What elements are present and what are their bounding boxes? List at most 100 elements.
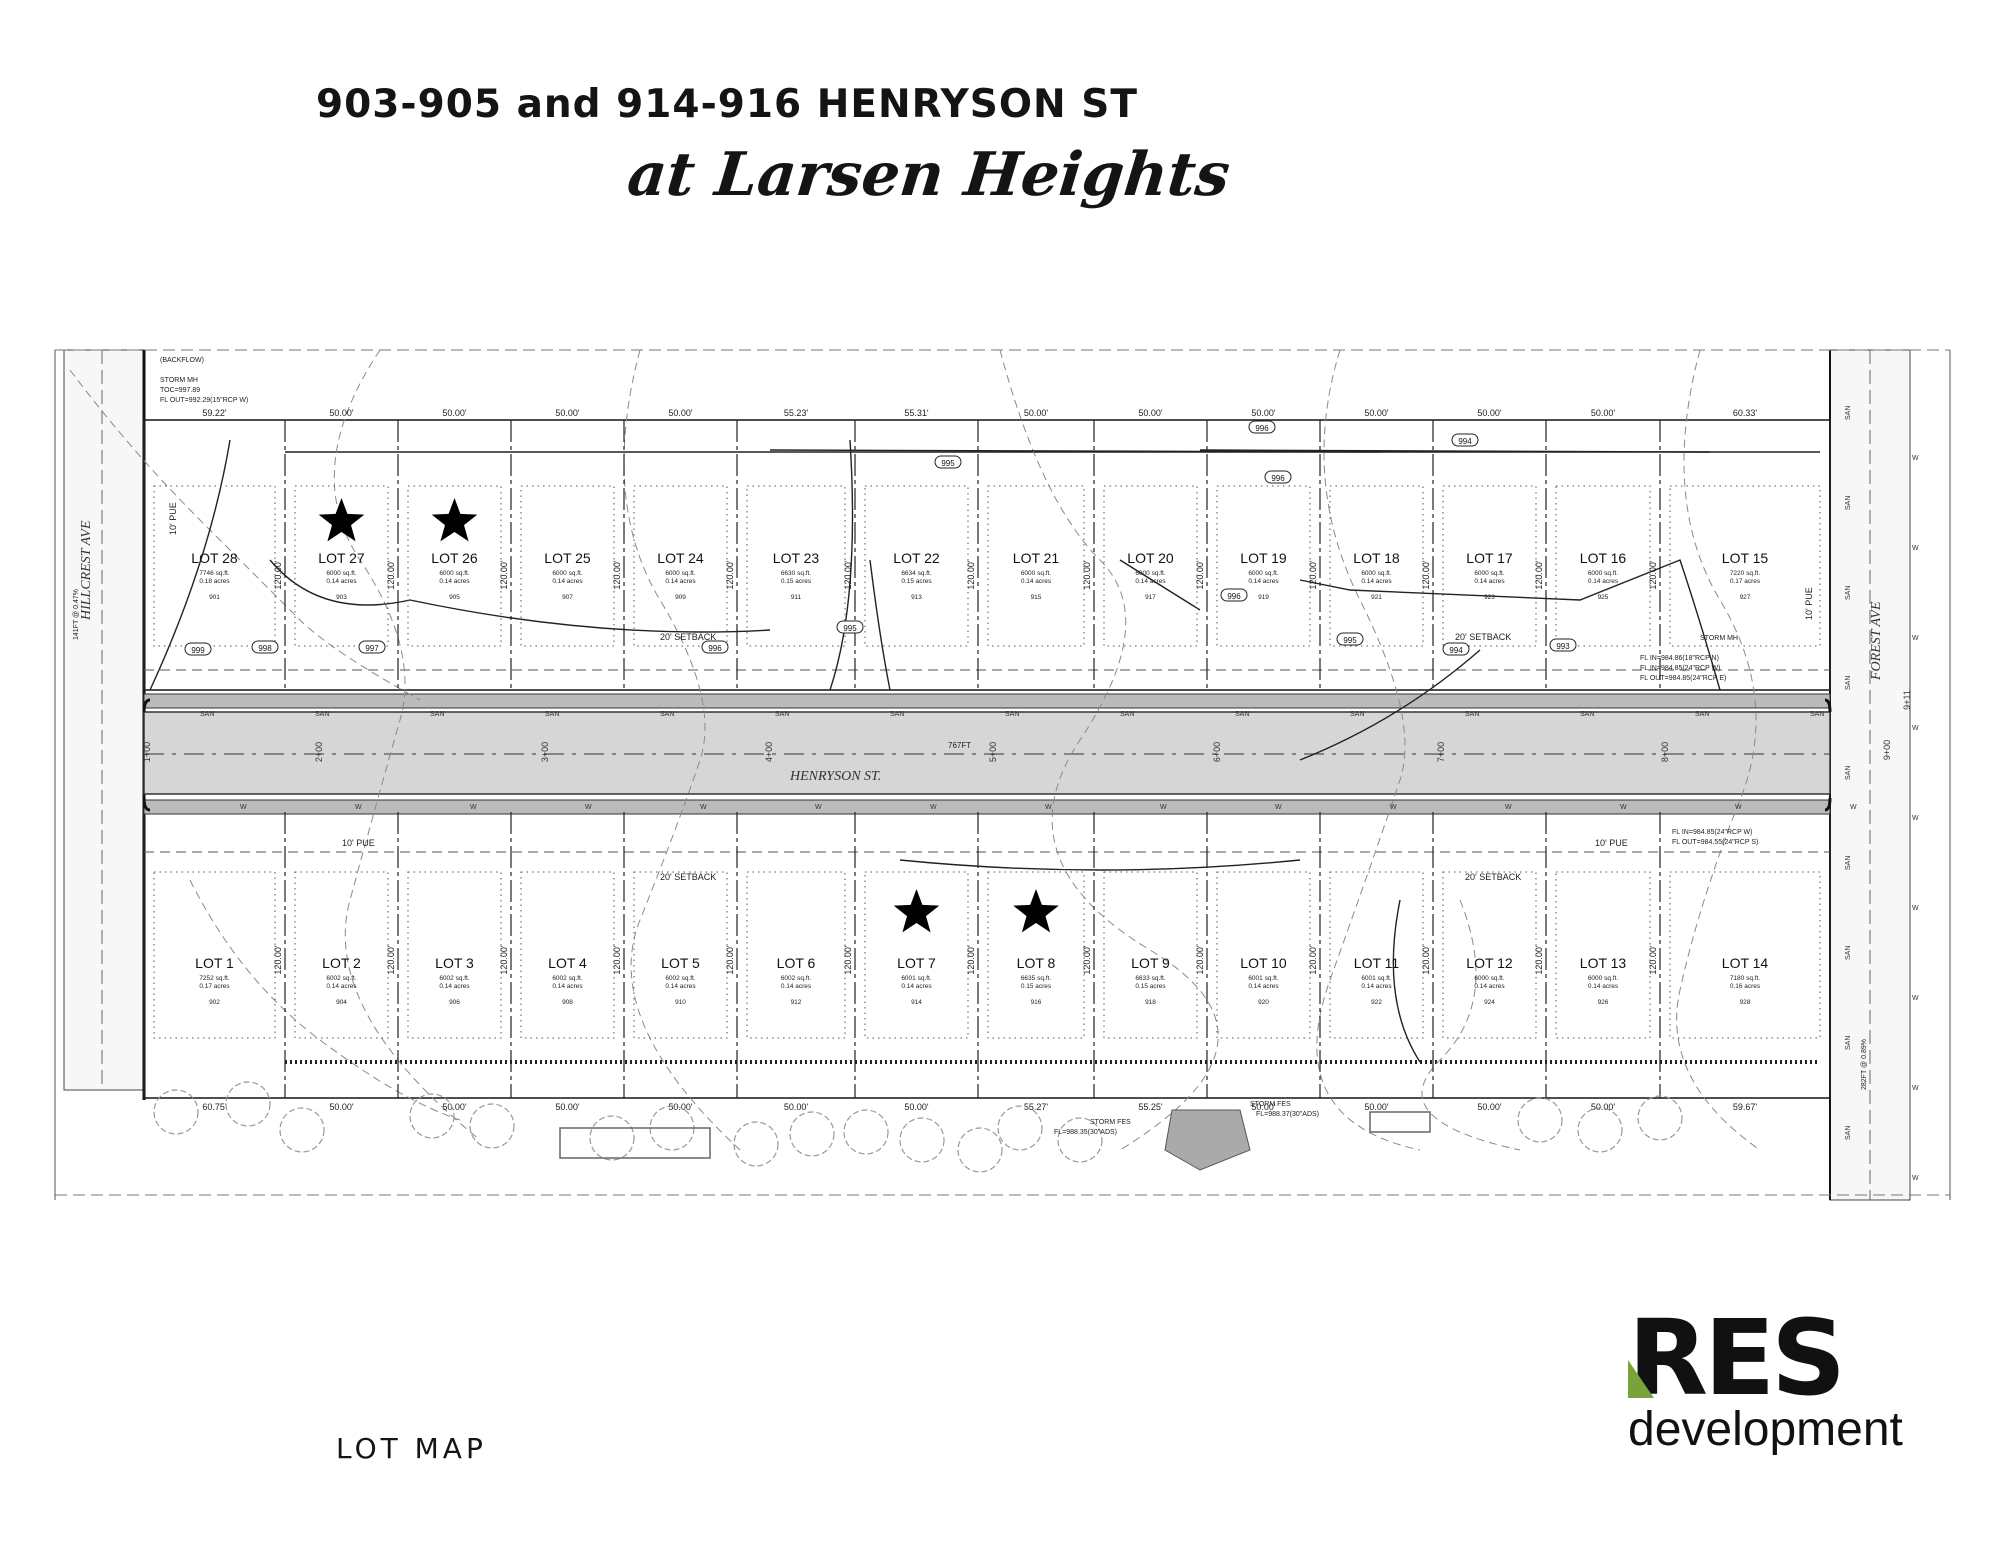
- station-label: 2+00: [314, 742, 324, 762]
- tree-icon: [1577, 1107, 1623, 1153]
- tree-icon: [733, 1121, 779, 1167]
- pue-label-south-west: 10' PUE: [342, 838, 375, 848]
- henryson-st-road: [143, 711, 1831, 795]
- sanitary-label: SAN: [660, 711, 674, 718]
- tree-icon: [1637, 1095, 1683, 1141]
- frontage-label-north: 50.00': [442, 408, 467, 418]
- svg-text:998: 998: [258, 644, 272, 653]
- lot-area-acres: 0.14 acres: [1474, 983, 1505, 990]
- buildable-area-south: [1442, 871, 1537, 1039]
- station-label: 8+00: [1660, 742, 1670, 762]
- lot-name: LOT 27: [318, 550, 365, 566]
- featured-star-icon: [431, 498, 478, 542]
- buildable-area-south: [987, 871, 1085, 1039]
- lot-area-acres: 0.14 acres: [1135, 578, 1166, 585]
- depth-label-north: 120.00': [1534, 560, 1544, 590]
- sanitary-label: SAN: [200, 711, 214, 718]
- water-label-east: W: [1912, 635, 1919, 642]
- lot-address: 924: [1484, 999, 1495, 1006]
- frontage-label-south: 50.00': [1477, 1102, 1502, 1112]
- lot-area-acres: 0.14 acres: [901, 983, 932, 990]
- featured-star-icon: [893, 889, 940, 933]
- station-label: 4+00: [764, 742, 774, 762]
- sanitary-label-east: SAN: [1845, 856, 1852, 870]
- frontage-label-north: 50.00': [1138, 408, 1163, 418]
- storm-fes-south: STORM FES FL=988.35(30"ADS) STORM FES FL…: [1054, 1101, 1319, 1136]
- lot-area-acres: 0.14 acres: [1361, 578, 1392, 585]
- lot-area-acres: 0.14 acres: [1248, 983, 1279, 990]
- frontage-label-north: 50.00': [329, 408, 354, 418]
- parking-pad: [559, 1127, 711, 1159]
- buildable-area-south: [633, 871, 728, 1039]
- frontage-label-south: 55.27': [1024, 1102, 1049, 1112]
- slope-label-west: 141FT @ 0.47%: [73, 589, 80, 640]
- water-label: W: [700, 804, 707, 811]
- lot-area-acres: 0.15 acres: [781, 578, 812, 585]
- buildable-area-south: [1329, 871, 1424, 1039]
- depth-label-north: 120.00': [273, 560, 283, 590]
- buildable-area-north: [746, 485, 846, 647]
- depth-label-south: 120.00': [725, 945, 735, 975]
- buildable-area-south: [1216, 871, 1311, 1039]
- frontage-label-north: 50.00': [1477, 408, 1502, 418]
- water-label-east: W: [1912, 1085, 1919, 1092]
- elevation-point-label: 767FT: [948, 741, 971, 750]
- svg-text:FL IN=984.86(18"RCP N): FL IN=984.86(18"RCP N): [1640, 655, 1719, 662]
- svg-text:(BACKFLOW): (BACKFLOW): [160, 357, 204, 364]
- tree-icon: [409, 1093, 455, 1139]
- lot-name: LOT 12: [1466, 955, 1513, 971]
- sanitary-label: SAN: [1350, 711, 1364, 718]
- water-label: W: [470, 804, 477, 811]
- sanitary-label-east: SAN: [1845, 1036, 1852, 1050]
- water-label-east: W: [1912, 905, 1919, 912]
- lot-area-sqft: 6000 sq.ft.: [1248, 570, 1279, 577]
- depth-label-south: 120.00': [386, 945, 396, 975]
- lot-address: 928: [1740, 999, 1751, 1006]
- lot-name: LOT 18: [1353, 550, 1400, 566]
- lot-area-acres: 0.14 acres: [665, 983, 696, 990]
- lot-area-acres: 0.14 acres: [1588, 578, 1619, 585]
- forest-ave-label: FOREST AVE: [1869, 601, 1884, 681]
- lot-name: LOT 11: [1354, 955, 1400, 971]
- logo-tagline-text: development: [1628, 1403, 1903, 1456]
- lot-address: 910: [675, 999, 686, 1006]
- lot-name: LOT 24: [657, 550, 704, 566]
- slope-label-east: 282FT @ 0.89%: [1861, 1039, 1868, 1090]
- depth-label-north: 120.00': [386, 560, 396, 590]
- lot-area-sqft: 6001 sq.ft.: [1248, 975, 1279, 982]
- lot-name: LOT 28: [191, 550, 238, 566]
- water-label: W: [1045, 804, 1052, 811]
- lot-address: 905: [449, 594, 460, 601]
- res-development-logo: RES development: [1628, 1306, 1928, 1460]
- svg-text:FL OUT=984.85(24"RCP E): FL OUT=984.85(24"RCP E): [1640, 675, 1726, 682]
